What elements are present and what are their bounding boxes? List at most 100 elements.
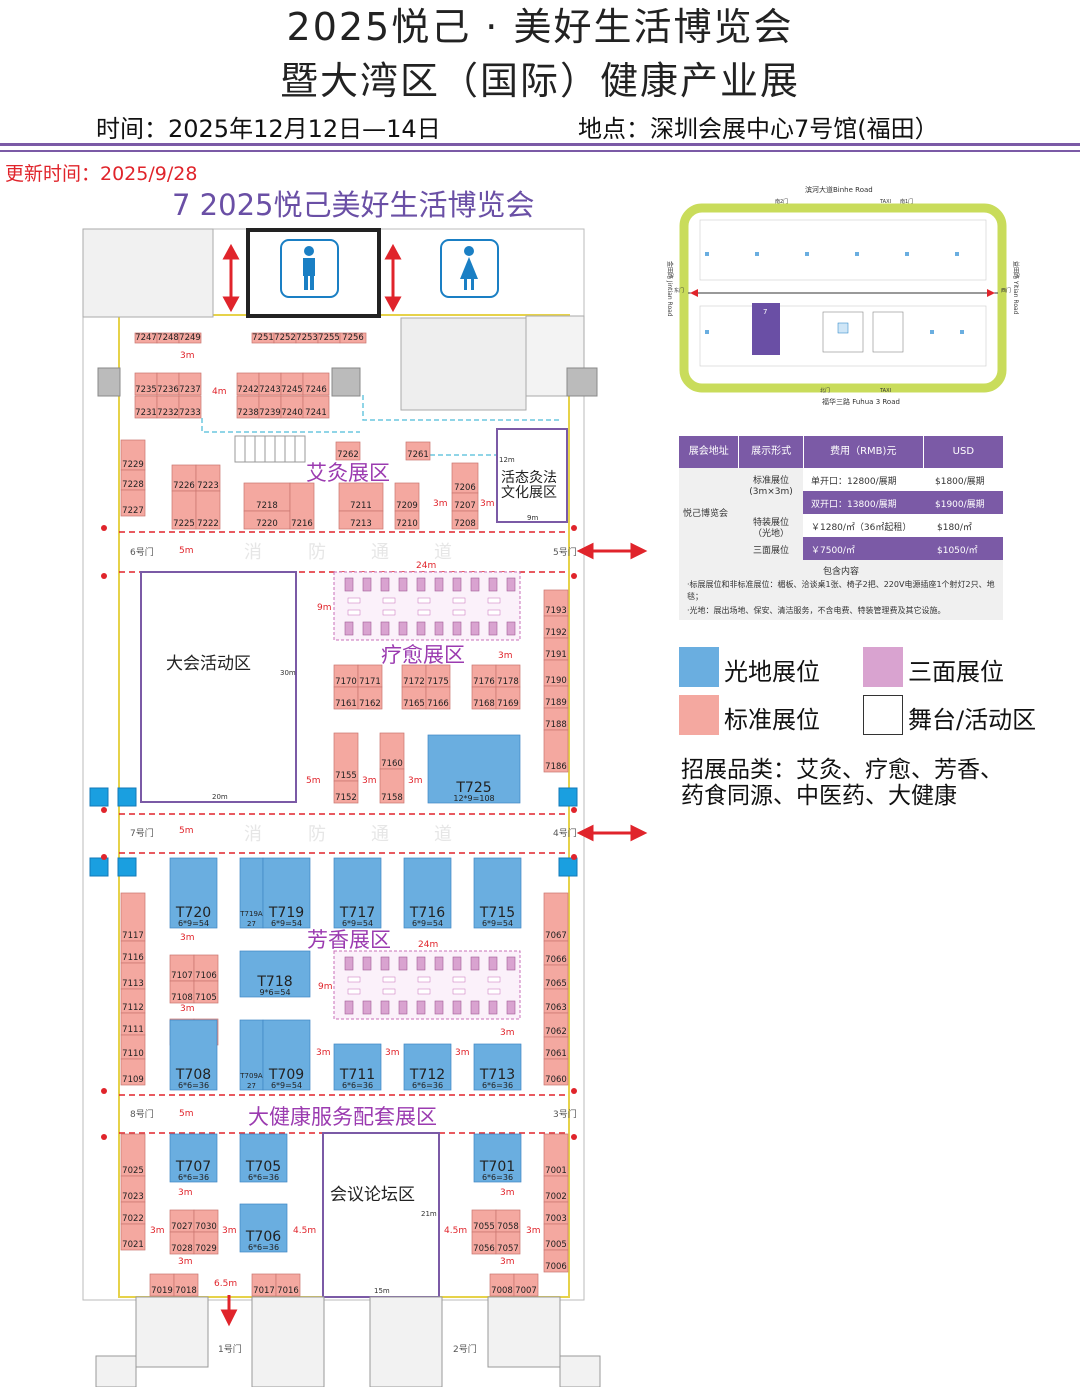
booth-7025[interactable] bbox=[120, 1133, 146, 1177]
update-time: 更新时间：2025/9/28 bbox=[5, 163, 198, 185]
booth-7160[interactable] bbox=[379, 732, 405, 770]
booth-7193[interactable] bbox=[543, 589, 569, 617]
booth-7206[interactable] bbox=[451, 462, 479, 494]
booth-7063[interactable] bbox=[543, 988, 569, 1014]
booth-7065[interactable] bbox=[543, 964, 569, 990]
booth-7117[interactable] bbox=[120, 892, 146, 942]
booth-label-7105: 7105 bbox=[195, 993, 217, 1003]
booth-7261[interactable] bbox=[405, 441, 431, 461]
raw-space-T725[interactable] bbox=[427, 734, 521, 804]
raw-space-T720[interactable] bbox=[169, 857, 218, 929]
fire-lane-1d: 道 bbox=[434, 542, 452, 563]
booth-label-7178: 7178 bbox=[497, 677, 519, 687]
raw-space-T711[interactable] bbox=[333, 1043, 382, 1091]
booth-7246[interactable] bbox=[302, 372, 330, 396]
booth-7029[interactable] bbox=[193, 1231, 219, 1255]
booth-7241[interactable] bbox=[302, 395, 330, 419]
booth-7067[interactable] bbox=[543, 892, 569, 942]
raw-space-size-T709: 6*9=54 bbox=[271, 1081, 302, 1090]
booth-7007[interactable] bbox=[513, 1273, 539, 1297]
booth-7249[interactable] bbox=[178, 332, 202, 344]
booth-7233[interactable] bbox=[178, 395, 202, 419]
booth-7208[interactable] bbox=[451, 510, 479, 530]
booth-7057[interactable] bbox=[495, 1231, 521, 1255]
booth-7110[interactable] bbox=[120, 1034, 146, 1060]
raw-space-T716[interactable] bbox=[403, 857, 452, 929]
booth-label-7248: 7248 bbox=[157, 333, 179, 343]
booth-7210[interactable] bbox=[394, 510, 420, 530]
price-row2-usd: $1900/展期 bbox=[935, 500, 985, 510]
booth-7225[interactable] bbox=[171, 490, 197, 530]
booth-7006[interactable] bbox=[543, 1249, 569, 1273]
raw-space-T715[interactable] bbox=[473, 857, 522, 929]
price-row4-rmb: ￥7500/㎡ bbox=[811, 546, 855, 556]
booth-7213[interactable] bbox=[338, 510, 384, 530]
raw-space-T713[interactable] bbox=[473, 1043, 522, 1091]
booth-7227[interactable] bbox=[120, 489, 146, 517]
title-line1: 2025悦己 · 美好生活博览会 bbox=[286, 5, 794, 49]
legend-blue-swatch bbox=[679, 647, 719, 687]
raw-space-size-T705: 6*6=36 bbox=[248, 1173, 279, 1182]
booth-7109[interactable] bbox=[120, 1058, 146, 1086]
booth-7066[interactable] bbox=[543, 940, 569, 966]
booth-7162[interactable] bbox=[357, 686, 383, 710]
raw-space-T718[interactable] bbox=[239, 950, 311, 998]
forum-label: 会议论坛区 bbox=[330, 1185, 415, 1205]
booth-label-7116: 7116 bbox=[122, 953, 144, 963]
booth-7229[interactable] bbox=[120, 439, 146, 471]
booth-label-7165: 7165 bbox=[403, 699, 425, 709]
raw-space-T719[interactable] bbox=[262, 857, 311, 929]
booth-7262[interactable] bbox=[335, 441, 361, 461]
raw-space-T701[interactable] bbox=[473, 1133, 522, 1183]
equipment-room bbox=[400, 317, 527, 411]
booth-7106[interactable] bbox=[193, 954, 219, 982]
booth-7001[interactable] bbox=[543, 1133, 569, 1177]
moxi-culture-label-1: 活态灸法 bbox=[501, 470, 557, 486]
taxi-top: TAXI bbox=[879, 199, 891, 205]
gate-1: 1号门 bbox=[218, 1343, 242, 1355]
raw-space-T708[interactable] bbox=[169, 1019, 218, 1091]
booth-7060[interactable] bbox=[543, 1058, 569, 1086]
raw-space-T705[interactable] bbox=[239, 1133, 288, 1183]
booth-7155[interactable] bbox=[333, 732, 359, 782]
booth-7021[interactable] bbox=[120, 1223, 146, 1251]
booth-7256[interactable] bbox=[339, 332, 367, 344]
moxi-culture-area bbox=[496, 428, 568, 523]
raw-space-T717[interactable] bbox=[333, 857, 382, 929]
raw-space-T707[interactable] bbox=[169, 1133, 218, 1183]
booth-7166[interactable] bbox=[425, 686, 451, 710]
booth-7211[interactable] bbox=[338, 482, 384, 512]
booth-7023[interactable] bbox=[120, 1175, 146, 1203]
booth-7018[interactable] bbox=[173, 1273, 199, 1297]
event-area-label: 大会活动区 bbox=[166, 654, 251, 674]
booth-7169[interactable] bbox=[495, 686, 521, 710]
raw-space-T709[interactable] bbox=[262, 1019, 311, 1091]
booth-7237[interactable] bbox=[178, 372, 202, 396]
booth-label-7208: 7208 bbox=[454, 519, 476, 529]
booth-7062[interactable] bbox=[543, 1012, 569, 1038]
booth-label-7262: 7262 bbox=[337, 450, 359, 460]
booth-label-7210: 7210 bbox=[396, 519, 418, 529]
booth-7105[interactable] bbox=[193, 980, 219, 1004]
booth-7112[interactable] bbox=[120, 988, 146, 1014]
booth-7190[interactable] bbox=[543, 659, 569, 687]
booth-7152[interactable] bbox=[333, 780, 359, 804]
booth-7016[interactable] bbox=[275, 1273, 301, 1297]
price-row2-rmb: 双开口：13800/展期 bbox=[811, 500, 897, 510]
booth-7002[interactable] bbox=[543, 1175, 569, 1203]
booth-7222[interactable] bbox=[195, 490, 221, 530]
booth-label-7066: 7066 bbox=[545, 955, 567, 965]
booth-7005[interactable] bbox=[543, 1223, 569, 1251]
booth-7186[interactable] bbox=[543, 729, 569, 773]
booth-7216[interactable] bbox=[289, 482, 315, 530]
booth-label-7245: 7245 bbox=[281, 385, 303, 395]
booth-label-7251: 7251 bbox=[252, 333, 274, 343]
raw-space-T712[interactable] bbox=[403, 1043, 452, 1091]
booth-label-7186: 7186 bbox=[545, 762, 567, 772]
dim-5m-b: 5m bbox=[306, 776, 321, 786]
booth-7158[interactable] bbox=[379, 768, 405, 804]
booth-7113[interactable] bbox=[120, 962, 146, 990]
booth-7223[interactable] bbox=[195, 464, 221, 492]
taxi-bottom: TAXI bbox=[879, 388, 891, 394]
raw-space-T706[interactable] bbox=[239, 1203, 288, 1253]
